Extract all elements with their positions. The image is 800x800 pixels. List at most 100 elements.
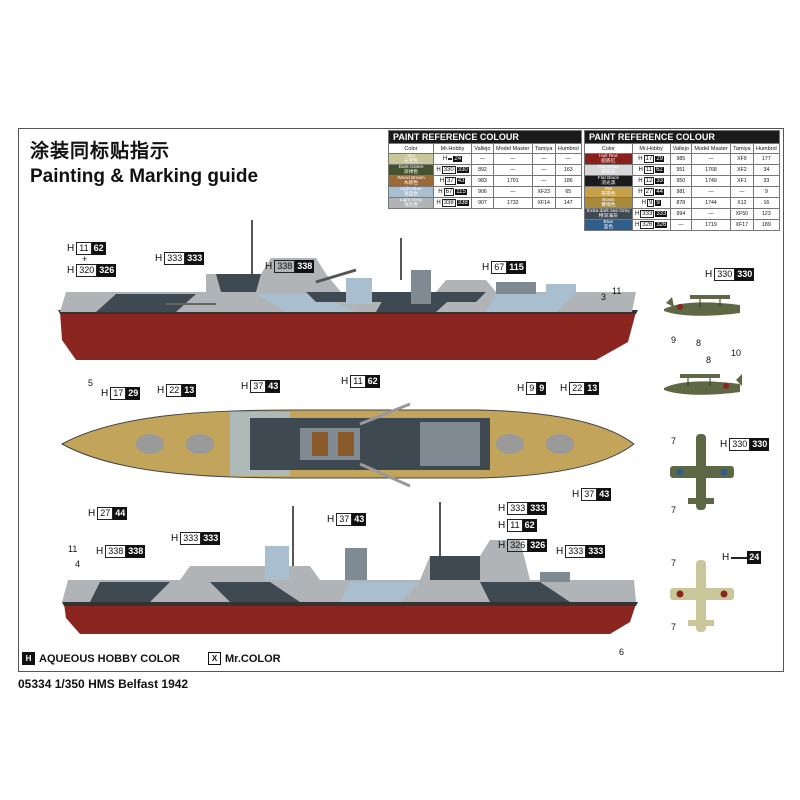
color-name-cn: 黄铜色 <box>601 203 616 208</box>
aircraft-underside-view <box>670 560 734 632</box>
vallejo-cell: 983 <box>471 175 494 187</box>
color-name: Light Blue <box>400 187 422 192</box>
col-header: Model Master <box>492 143 533 154</box>
callout-number: 10 <box>731 348 742 358</box>
model-master-cell: — <box>691 153 731 165</box>
callout-number: 5 <box>88 378 94 388</box>
col-header: Humbrol <box>752 143 781 154</box>
vallejo-cell: 878 <box>669 197 693 209</box>
col-header: Humbrol <box>554 143 583 154</box>
paint-reference-table-1: PAINT REFERENCE COLOUR Color Mr.Hobby Va… <box>388 130 583 209</box>
humbrol-cell: 34 <box>752 164 781 176</box>
humbrol-cell: 9 <box>752 186 781 198</box>
color-name-cn: 特深海灰 <box>598 214 618 219</box>
vallejo-cell: 950 <box>669 175 693 187</box>
tamiya-cell: — <box>531 153 556 165</box>
callout-number: 3 <box>601 292 607 302</box>
color-name: Dark Green <box>398 165 424 170</box>
ship-deck-plan <box>60 402 635 488</box>
col-header: Mr.Hobby <box>432 143 473 154</box>
callout-number: 7 <box>671 558 677 568</box>
callout-number: 4 <box>75 559 81 569</box>
aqueous-box-icon: H <box>22 652 35 665</box>
legend-mr-color: X Mr.COLOR <box>208 652 281 665</box>
table-title: PAINT REFERENCE COLOUR <box>584 130 780 144</box>
color-name: Hull Red <box>599 154 618 159</box>
humbrol-cell: — <box>554 153 583 165</box>
color-name: Wood Brown <box>397 176 425 181</box>
kit-label: 05334 1/350 HMS Belfast 1942 <box>18 677 189 691</box>
callout-number: 9 <box>671 335 677 345</box>
model-master-cell: — <box>691 208 731 220</box>
vallejo-cell: 892 <box>471 164 494 176</box>
humbrol-cell: 163 <box>554 164 583 176</box>
model-master-cell: — <box>691 186 731 198</box>
legend-aqueous: H AQUEOUS HOBBY COLOR <box>22 652 180 665</box>
tamiya-cell: XF14 <box>531 197 556 209</box>
model-master-cell: 1749 <box>691 175 731 187</box>
model-master-cell: 1732 <box>492 197 533 209</box>
color-name: Extra dark sea Grey <box>587 209 630 214</box>
mr-color-box-icon: X <box>208 652 221 665</box>
tamiya-cell: XF17 <box>730 219 754 231</box>
model-master-cell: 1701 <box>492 175 533 187</box>
color-name: Flat White <box>597 165 620 170</box>
tamiya-cell: XF9 <box>730 153 754 165</box>
model-master-cell: — <box>492 153 533 165</box>
callout-number: 7 <box>671 436 677 446</box>
color-name: Light Grey <box>399 198 423 203</box>
callout-number: 11 <box>68 544 78 554</box>
col-header: Tamiya <box>531 143 556 154</box>
tamiya-cell: — <box>730 186 754 198</box>
legend-aqueous-label: AQUEOUS HOBBY COLOR <box>39 652 180 665</box>
model-master-cell: 1768 <box>691 164 731 176</box>
legend-mr-color-label: Mr.COLOR <box>225 652 281 665</box>
col-header: Vallejo <box>669 143 693 154</box>
color-name-cn: 天空色 <box>403 159 419 164</box>
color-name-cn: 蓝色 <box>603 225 614 230</box>
color-name: Brass <box>602 198 615 203</box>
color-name-cn: 哑光白 <box>601 170 616 175</box>
humbrol-cell: 186 <box>554 175 583 187</box>
vallejo-cell: 907 <box>471 197 494 209</box>
humbrol-cell: 189 <box>752 219 781 231</box>
callout-number: 8 <box>696 338 702 348</box>
tamiya-cell: — <box>531 175 556 187</box>
model-master-cell: — <box>492 164 533 176</box>
humbrol-cell: 33 <box>752 175 781 187</box>
model-master-cell: — <box>492 186 533 198</box>
color-name-cn: 消光黑 <box>601 181 616 186</box>
color-name-cn: 浅蓝色 <box>403 192 419 197</box>
model-master-cell: 1744 <box>691 197 731 209</box>
ship-starboard-profile <box>58 220 638 360</box>
